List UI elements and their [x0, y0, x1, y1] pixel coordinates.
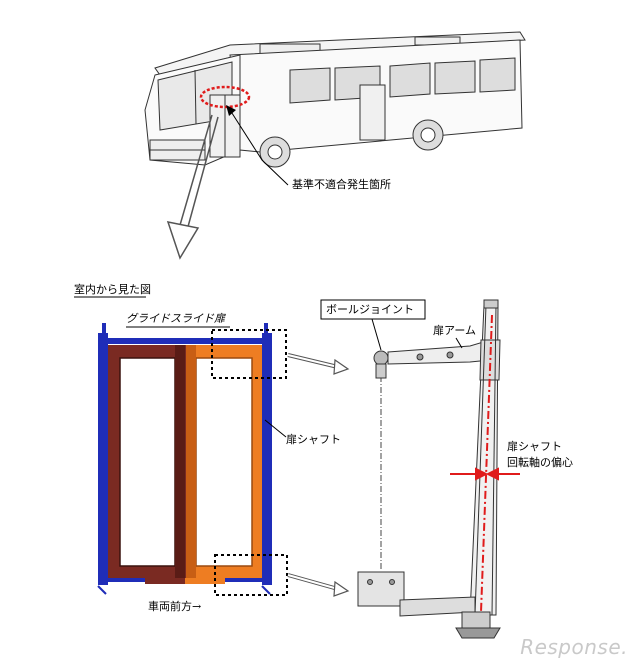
ball-joint-box	[320, 299, 426, 320]
callout-arrow	[166, 114, 219, 260]
nonconformity-location-label: 基準不適合発生箇所	[292, 178, 391, 191]
upper-detail-box	[211, 329, 287, 379]
lower-detail-box	[214, 554, 288, 596]
door-elevation	[97, 323, 272, 595]
bus-illustration	[144, 31, 526, 168]
nonconformity-highlight	[199, 85, 251, 109]
door-shaft-left-label: 扉シャフト	[286, 433, 341, 446]
eccentric-axis-line	[480, 314, 493, 613]
ball-joint-label: ボールジョイント	[326, 303, 414, 316]
eccentricity-arrows	[450, 467, 520, 481]
rotation-axis-eccentricity-label: 回転軸の偏心	[507, 456, 573, 469]
glide-slide-door-label: グライドスライド扉	[126, 312, 225, 325]
response-watermark-logo: Response.	[520, 635, 628, 659]
door-shaft-right-label: 扉シャフト	[507, 440, 562, 453]
view-from-interior-label: 室内から見た図	[74, 283, 151, 296]
vehicle-forward-label: 車両前方→	[148, 600, 202, 613]
door-arm-label: 扉アーム	[433, 324, 477, 337]
shaft-detail	[357, 299, 501, 639]
detail-arrows	[287, 353, 350, 597]
leader-line	[229, 109, 289, 186]
